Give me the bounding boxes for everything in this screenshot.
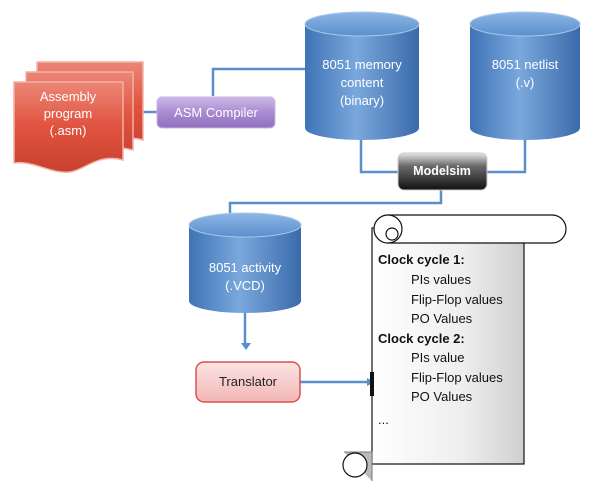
netlist-label-line2: (.v) xyxy=(516,75,535,90)
output-scroll: Clock cycle 1: PIs values Flip-Flop valu… xyxy=(342,214,567,481)
activity-label-line2: (.VCD) xyxy=(225,278,265,293)
assembly-program-node: Assembly program (.asm) xyxy=(13,61,144,173)
assembly-label-line3: (.asm) xyxy=(50,123,87,138)
scroll-marker xyxy=(370,372,374,396)
assembly-label-line1: Assembly xyxy=(40,89,97,104)
cycle2-item-3: PO Values xyxy=(411,389,473,404)
connector-netlist-to-modelsim xyxy=(487,140,527,174)
cycle2-item-1: PIs value xyxy=(411,350,464,365)
connector-memory-to-modelsim xyxy=(359,140,398,174)
translator-label: Translator xyxy=(219,374,278,389)
cycle1-title: Clock cycle 1: xyxy=(378,252,465,267)
arrowhead-translator xyxy=(241,343,251,350)
cycle2-title: Clock cycle 2: xyxy=(378,331,465,346)
translator-node: Translator xyxy=(195,361,301,403)
memory-label-line1: 8051 memory xyxy=(322,57,402,72)
asm-compiler-label: ASM Compiler xyxy=(174,105,258,120)
memory-content-cylinder: 8051 memory content (binary) xyxy=(304,11,420,140)
activity-label-line1: 8051 activity xyxy=(209,260,282,275)
netlist-label-line1: 8051 netlist xyxy=(492,57,559,72)
cycle1-item-3: PO Values xyxy=(411,311,473,326)
cycle2-item-2: Flip-Flop values xyxy=(411,370,503,385)
assembly-label-line2: program xyxy=(44,106,92,121)
scroll-ellipsis: ... xyxy=(378,412,389,427)
cycle1-item-1: PIs values xyxy=(411,272,471,287)
memory-label-line3: (binary) xyxy=(340,93,384,108)
modelsim-node: Modelsim xyxy=(397,152,488,191)
memory-label-line2: content xyxy=(341,75,384,90)
netlist-cylinder: 8051 netlist (.v) xyxy=(469,11,581,140)
connector-compiler-to-memory xyxy=(211,67,305,96)
asm-compiler-node: ASM Compiler xyxy=(156,96,276,129)
cycle1-item-2: Flip-Flop values xyxy=(411,292,503,307)
activity-cylinder: 8051 activity (.VCD) xyxy=(188,212,302,313)
modelsim-label: Modelsim xyxy=(413,164,471,178)
